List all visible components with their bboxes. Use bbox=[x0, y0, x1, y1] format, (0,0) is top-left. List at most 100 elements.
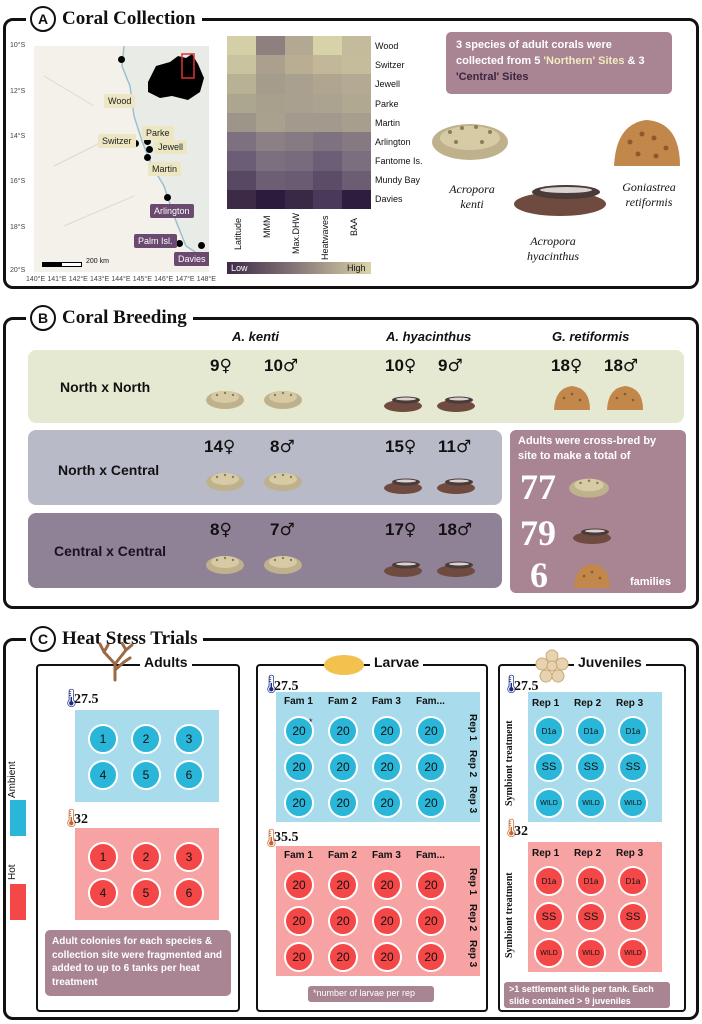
count-cc-kenti-male: 7♂ bbox=[270, 520, 295, 540]
heatmap-cell bbox=[255, 36, 285, 56]
rep-header: Rep 1 bbox=[532, 698, 560, 709]
fam-header: Fam 1 bbox=[284, 850, 313, 861]
scale-bar bbox=[42, 262, 82, 267]
count-nn-gon-male: 18♂ bbox=[604, 356, 638, 376]
heat-col-1: MMM bbox=[262, 215, 272, 239]
tank-circle: 20 bbox=[416, 752, 446, 782]
male-symbol: ♂ bbox=[279, 520, 295, 540]
rep-label: Rep 2 bbox=[467, 750, 478, 778]
lat-tick-0: 10°S bbox=[10, 42, 26, 49]
lon-tick-8: 148°E bbox=[196, 276, 216, 283]
tank-circle: 20 bbox=[416, 870, 446, 900]
total-goniastrea: 6 bbox=[530, 555, 548, 595]
fam-header: Fam 2 bbox=[328, 696, 357, 707]
adults-note: Adult colonies for each species & collec… bbox=[45, 930, 231, 996]
count-value: 10 bbox=[264, 356, 283, 375]
larvae-temp-ambient: 27.5 bbox=[274, 679, 299, 694]
heat-row-4: Martin bbox=[375, 118, 401, 128]
female-symbol: ♀ bbox=[219, 356, 232, 376]
legend-ambient-swatch bbox=[10, 800, 26, 836]
goniastrea-icon bbox=[605, 384, 645, 412]
heatmap-cell bbox=[284, 36, 314, 56]
heatmap-cell bbox=[255, 132, 285, 152]
panel-c-title-text: Heat Stess Trials bbox=[62, 628, 198, 649]
panel-c-letter: C bbox=[30, 626, 56, 652]
count-cc-hyac-male: 18♂ bbox=[438, 520, 472, 540]
panel-coral-breeding bbox=[3, 317, 699, 609]
kenti-icon bbox=[263, 467, 303, 491]
tank-circle: 20 bbox=[372, 870, 402, 900]
hyacinthus-icon bbox=[436, 472, 476, 496]
heat-col-3: Heatwaves bbox=[320, 215, 330, 260]
heatmap-cell bbox=[227, 189, 256, 209]
tank-circle: 4 bbox=[88, 760, 118, 790]
lon-tick-5: 145°E bbox=[132, 276, 152, 283]
tank-circle: WILD bbox=[618, 938, 648, 968]
fam-header: Fam 1 bbox=[284, 696, 313, 707]
tank-circle: 20 bbox=[416, 788, 446, 818]
count-value: 18 bbox=[551, 356, 570, 375]
species-label-hyacinthus: Acropora hyacinthus bbox=[527, 234, 579, 263]
heatmap-cell bbox=[342, 36, 371, 56]
heat-row-3: Parke bbox=[375, 99, 399, 109]
summary-pre: 3 species of adult corals were collected… bbox=[456, 39, 612, 67]
tank-circle: 1 bbox=[88, 724, 118, 754]
heatmap-cell bbox=[227, 170, 256, 190]
count-value: 7 bbox=[270, 520, 280, 539]
collection-summary: 3 species of adult corals were collected… bbox=[446, 32, 672, 94]
count-nc-kenti-male: 8♂ bbox=[270, 437, 295, 457]
symbiont-axis-hot: Symbiont treatment bbox=[504, 872, 515, 958]
legend-high: High bbox=[347, 263, 366, 273]
count-cc-hyac-female: 17♀ bbox=[385, 520, 416, 540]
tank-circle: 20 bbox=[284, 752, 314, 782]
panel-a-title-text: Coral Collection bbox=[62, 8, 196, 29]
juveniles-temp-ambient: 27.5 bbox=[514, 679, 539, 694]
summary-central: 'Central' Sites bbox=[456, 70, 529, 83]
heatmap-cell bbox=[255, 55, 285, 75]
row-band-north-central bbox=[28, 430, 502, 505]
tank-circle: 20 bbox=[328, 870, 358, 900]
heatmap-cell bbox=[227, 55, 256, 75]
tank-circle: 20 bbox=[328, 716, 358, 746]
larvae-note: *number of larvae per rep bbox=[308, 986, 434, 1002]
heatmap-cell bbox=[227, 36, 256, 56]
tank-circle: 20 bbox=[284, 716, 314, 746]
site-dot-jewell bbox=[146, 146, 153, 153]
tank-circle: D1a bbox=[576, 716, 606, 746]
legend-ambient-label: Ambient bbox=[7, 761, 18, 798]
kenti-icon bbox=[205, 385, 245, 409]
female-symbol: ♀ bbox=[403, 356, 417, 376]
fam-header: Fam 3 bbox=[372, 850, 401, 861]
heatmap-cell bbox=[313, 170, 343, 190]
lon-tick-0: 140°E bbox=[26, 276, 46, 283]
heatmap-legend-bar bbox=[227, 262, 371, 274]
summary-mid: & 3 bbox=[624, 54, 645, 67]
summary-north: 'Northern' Sites bbox=[543, 54, 625, 67]
heatmap-cell bbox=[342, 151, 371, 171]
larvae-temp-hot: 35.5 bbox=[274, 830, 299, 845]
thermometer-hot-icon: 🌡 bbox=[500, 818, 523, 839]
panel-a-title: A Coral Collection bbox=[26, 6, 202, 32]
count-nn-kenti-male: 10♂ bbox=[264, 356, 298, 376]
count-nn-hyac-female: 10♀ bbox=[385, 356, 416, 376]
count-value: 8 bbox=[270, 437, 280, 456]
heatmap-cell bbox=[227, 74, 256, 94]
adults-title: Adults bbox=[140, 654, 192, 670]
tank-circle: 20 bbox=[284, 870, 314, 900]
count-value: 9 bbox=[210, 356, 220, 375]
goniastrea-icon bbox=[572, 562, 612, 590]
hyacinthus-icon bbox=[572, 522, 612, 546]
total-kenti: 77 bbox=[520, 467, 556, 507]
site-dot-parke bbox=[144, 138, 151, 145]
legend-hot-swatch bbox=[10, 884, 26, 920]
count-nc-hyac-female: 15♀ bbox=[385, 437, 416, 457]
heatmap-cell bbox=[255, 112, 285, 133]
heatmap-cell bbox=[342, 170, 371, 190]
tank-circle: 20 bbox=[372, 788, 402, 818]
goniastrea-icon bbox=[552, 384, 592, 412]
rep-header: Rep 1 bbox=[532, 848, 560, 859]
tank-circle: 4 bbox=[88, 878, 118, 908]
tank-circle: 20 bbox=[328, 752, 358, 782]
goniastrea-retiformis-image bbox=[614, 120, 680, 166]
map: Wood Switzer Parke Jewell Martin Arlingt… bbox=[34, 46, 209, 272]
